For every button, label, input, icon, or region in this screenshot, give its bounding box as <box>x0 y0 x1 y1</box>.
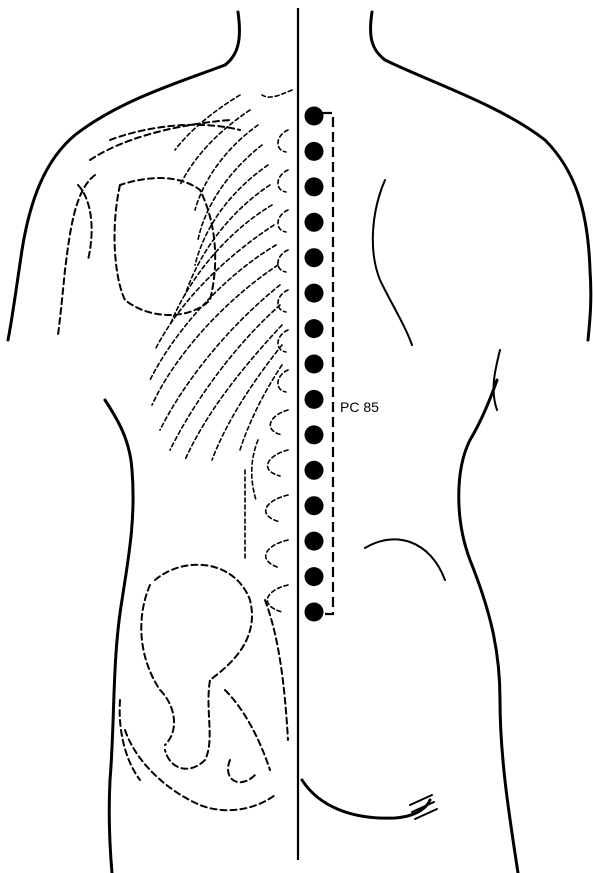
body-outline <box>8 12 591 873</box>
ribs <box>150 95 282 460</box>
acupoint-series <box>305 107 324 622</box>
acupoint-12 <box>305 496 324 515</box>
acupoint-3 <box>305 177 324 196</box>
acupoint-5 <box>305 248 324 267</box>
acupoint-9 <box>305 390 324 409</box>
acupoint-14 <box>305 567 324 586</box>
acupoint-7 <box>305 319 324 338</box>
acupoint-6 <box>305 284 324 303</box>
acupoint-4 <box>305 213 324 232</box>
acupoint-11 <box>305 461 324 480</box>
vertebrae <box>245 90 292 612</box>
acupoint-15 <box>305 603 324 622</box>
acupoint-label: PC 85 <box>340 399 379 415</box>
acupoint-8 <box>305 355 324 374</box>
acupoint-13 <box>305 532 324 551</box>
acupoint-2 <box>305 142 324 161</box>
acupoint-1 <box>305 107 324 126</box>
skeleton-overlay <box>58 90 292 810</box>
points-bracket <box>322 113 333 614</box>
pelvis <box>120 565 288 810</box>
acupoint-10 <box>305 425 324 444</box>
